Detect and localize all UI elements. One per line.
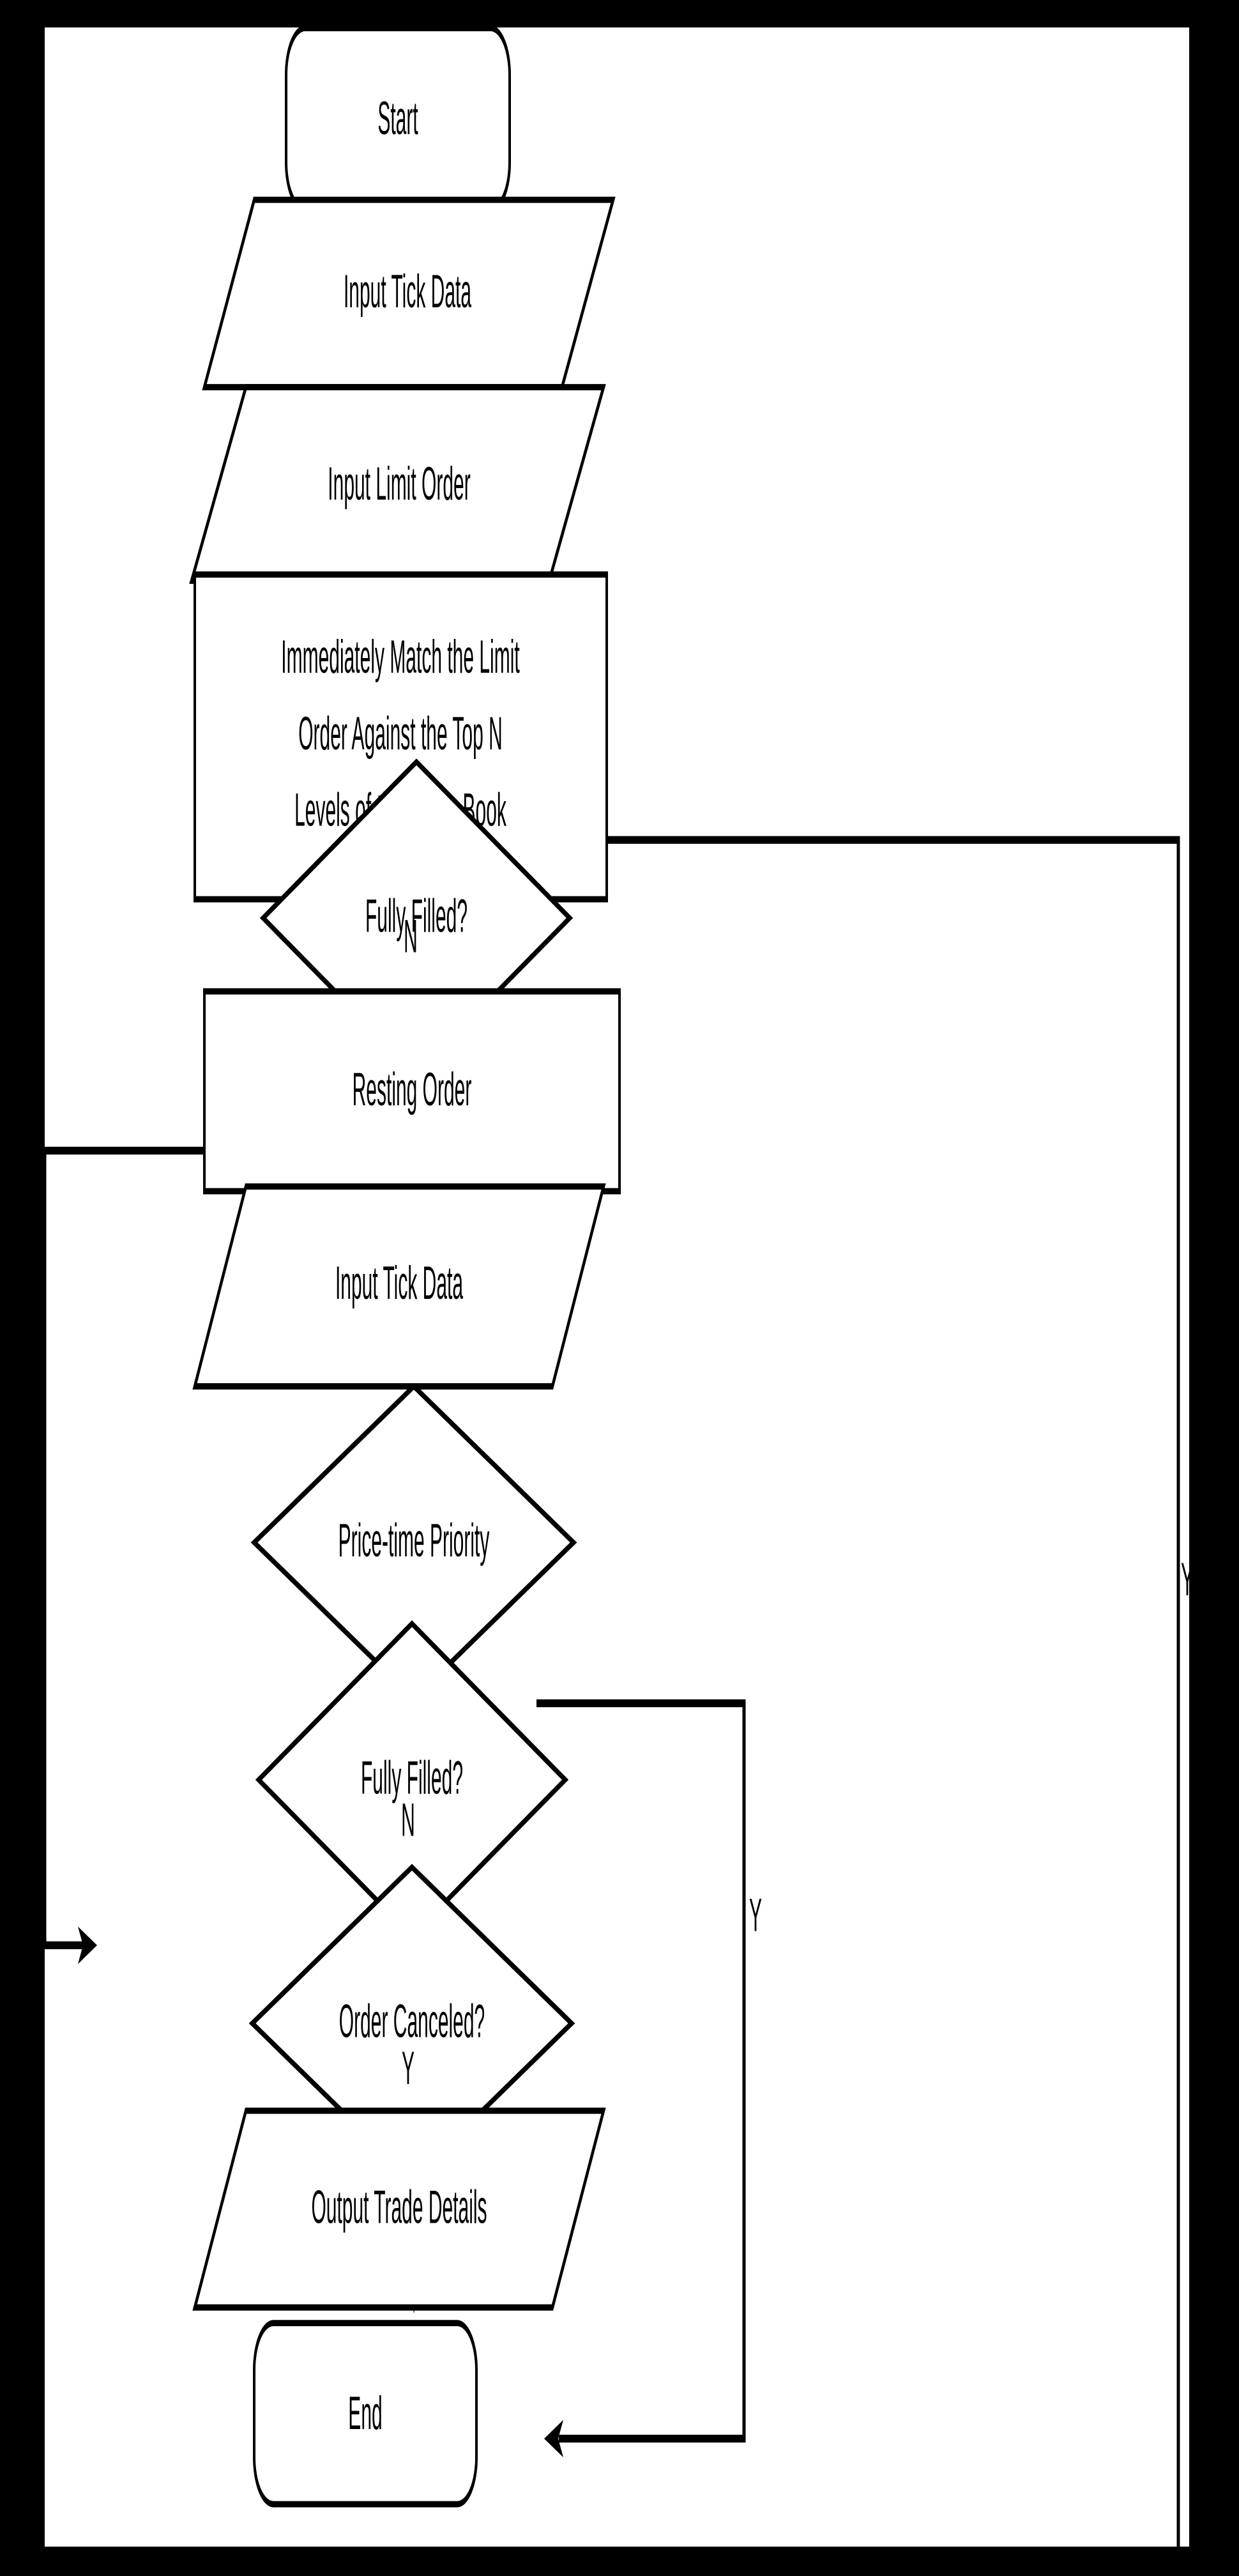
node-order-canceled-label: Order Canceled? bbox=[339, 1995, 485, 2047]
node-input-tick-data-2[interactable]: Input Tick Data bbox=[192, 1183, 606, 1390]
node-resting-order-label: Resting Order bbox=[353, 1062, 472, 1115]
edge-filled-2-yes-to-output bbox=[536, 1699, 746, 2458]
node-match-limit-order-label-line-1: Immediately Match the Limit bbox=[281, 630, 520, 682]
node-price-time-priority-label: Price-time Priority bbox=[338, 1514, 490, 1566]
edge-label-filled-1-no: N bbox=[404, 910, 418, 962]
node-match-limit-order-label-line-2: Order Against the Top N bbox=[298, 707, 503, 759]
edge-filled-1-yes-to-output bbox=[533, 836, 1180, 2576]
node-fully-filled-1-label: Fully Filled? bbox=[365, 889, 467, 942]
node-start[interactable]: Start bbox=[285, 25, 511, 213]
node-input-tick-data-2-label: Input Tick Data bbox=[335, 1256, 464, 1308]
edge-label-filled-2-yes: Y bbox=[749, 1889, 762, 1941]
node-input-tick-data-1-label: Input Tick Data bbox=[344, 264, 472, 317]
node-resting-order[interactable]: Resting Order bbox=[203, 988, 621, 1195]
edge-label-priority-no: N bbox=[31, 1524, 45, 1577]
edge-label-filled-1-yes: Y bbox=[1181, 1552, 1194, 1605]
edge-label-canceled-yes: Y bbox=[402, 2041, 414, 2094]
node-start-label: Start bbox=[377, 91, 418, 144]
edge-priority-no-to-canceled bbox=[43, 1150, 97, 1965]
node-end[interactable]: End bbox=[253, 2320, 478, 2508]
node-input-limit-order[interactable]: Input Limit Order bbox=[189, 384, 606, 584]
node-output-trade-details-label: Output Trade Details bbox=[311, 2181, 487, 2233]
node-input-limit-order-label: Input Limit Order bbox=[328, 457, 470, 509]
node-output-trade-details[interactable]: Output Trade Details bbox=[192, 2107, 606, 2311]
edge-label-filled-2-no: N bbox=[401, 1793, 415, 1846]
node-fully-filled-2-label: Fully Filled? bbox=[361, 1751, 463, 1804]
node-end-label: End bbox=[348, 2386, 382, 2439]
node-input-tick-data-1[interactable]: Input Tick Data bbox=[202, 196, 616, 390]
